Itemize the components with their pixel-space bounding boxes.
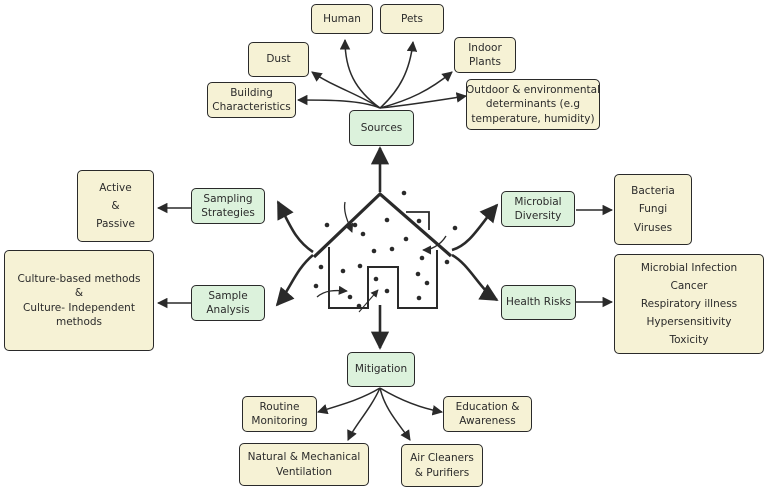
mitigation-hub[interactable]: Mitigation: [347, 352, 415, 387]
arrow-to-diversity: [451, 203, 499, 252]
arrow-to-ventilation: [347, 387, 381, 441]
source-human[interactable]: Human: [311, 4, 373, 34]
arrow-to-plants: [379, 71, 453, 109]
air-cleaners-box[interactable]: Air Cleaners & Purifiers: [401, 444, 483, 487]
arrow-to-education: [379, 387, 444, 416]
health-risks-hub[interactable]: Health Risks: [501, 285, 576, 320]
routine-monitoring-box[interactable]: Routine Monitoring: [242, 396, 317, 432]
arrow-to-pets: [379, 40, 418, 109]
house-icon: [312, 191, 453, 313]
source-outdoor-determinants[interactable]: Outdoor & environmental determinants (e.…: [466, 79, 600, 130]
arrow-to-sampling: [276, 200, 314, 254]
organism-list-box[interactable]: Bacteria Fungi Viruses: [614, 174, 692, 245]
arrow-to-dust: [311, 71, 381, 109]
source-indoor-plants[interactable]: Indoor Plants: [454, 37, 516, 73]
education-awareness-box[interactable]: Education & Awareness: [443, 396, 532, 432]
sample-analysis-hub[interactable]: Sample Analysis: [191, 285, 265, 321]
particle-dots: [313, 190, 458, 309]
arrow-to-human: [339, 38, 381, 109]
source-dust[interactable]: Dust: [248, 42, 309, 77]
ventilation-box[interactable]: Natural & Mechanical Ventilation: [239, 443, 369, 486]
arrow-to-health: [451, 253, 499, 302]
microbial-diversity-hub[interactable]: Microbial Diversity: [501, 191, 575, 227]
sampling-strategies-hub[interactable]: Sampling Strategies: [191, 188, 265, 224]
sources-hub[interactable]: Sources: [349, 110, 414, 146]
health-risk-list-box[interactable]: Microbial Infection Cancer Respiratory i…: [614, 254, 764, 354]
arrow-to-monitoring: [316, 387, 381, 415]
source-pets[interactable]: Pets: [380, 4, 444, 34]
arrow-to-building: [296, 94, 381, 109]
source-building-characteristics[interactable]: Building Characteristics: [207, 82, 296, 118]
active-passive-box[interactable]: Active & Passive: [77, 170, 154, 242]
arrow-to-cleaners: [379, 387, 411, 441]
culture-methods-box[interactable]: Culture-based methods & Culture- Indepen…: [4, 250, 154, 351]
arrow-to-outdoor: [379, 92, 468, 109]
arrow-to-analysis: [275, 254, 314, 307]
